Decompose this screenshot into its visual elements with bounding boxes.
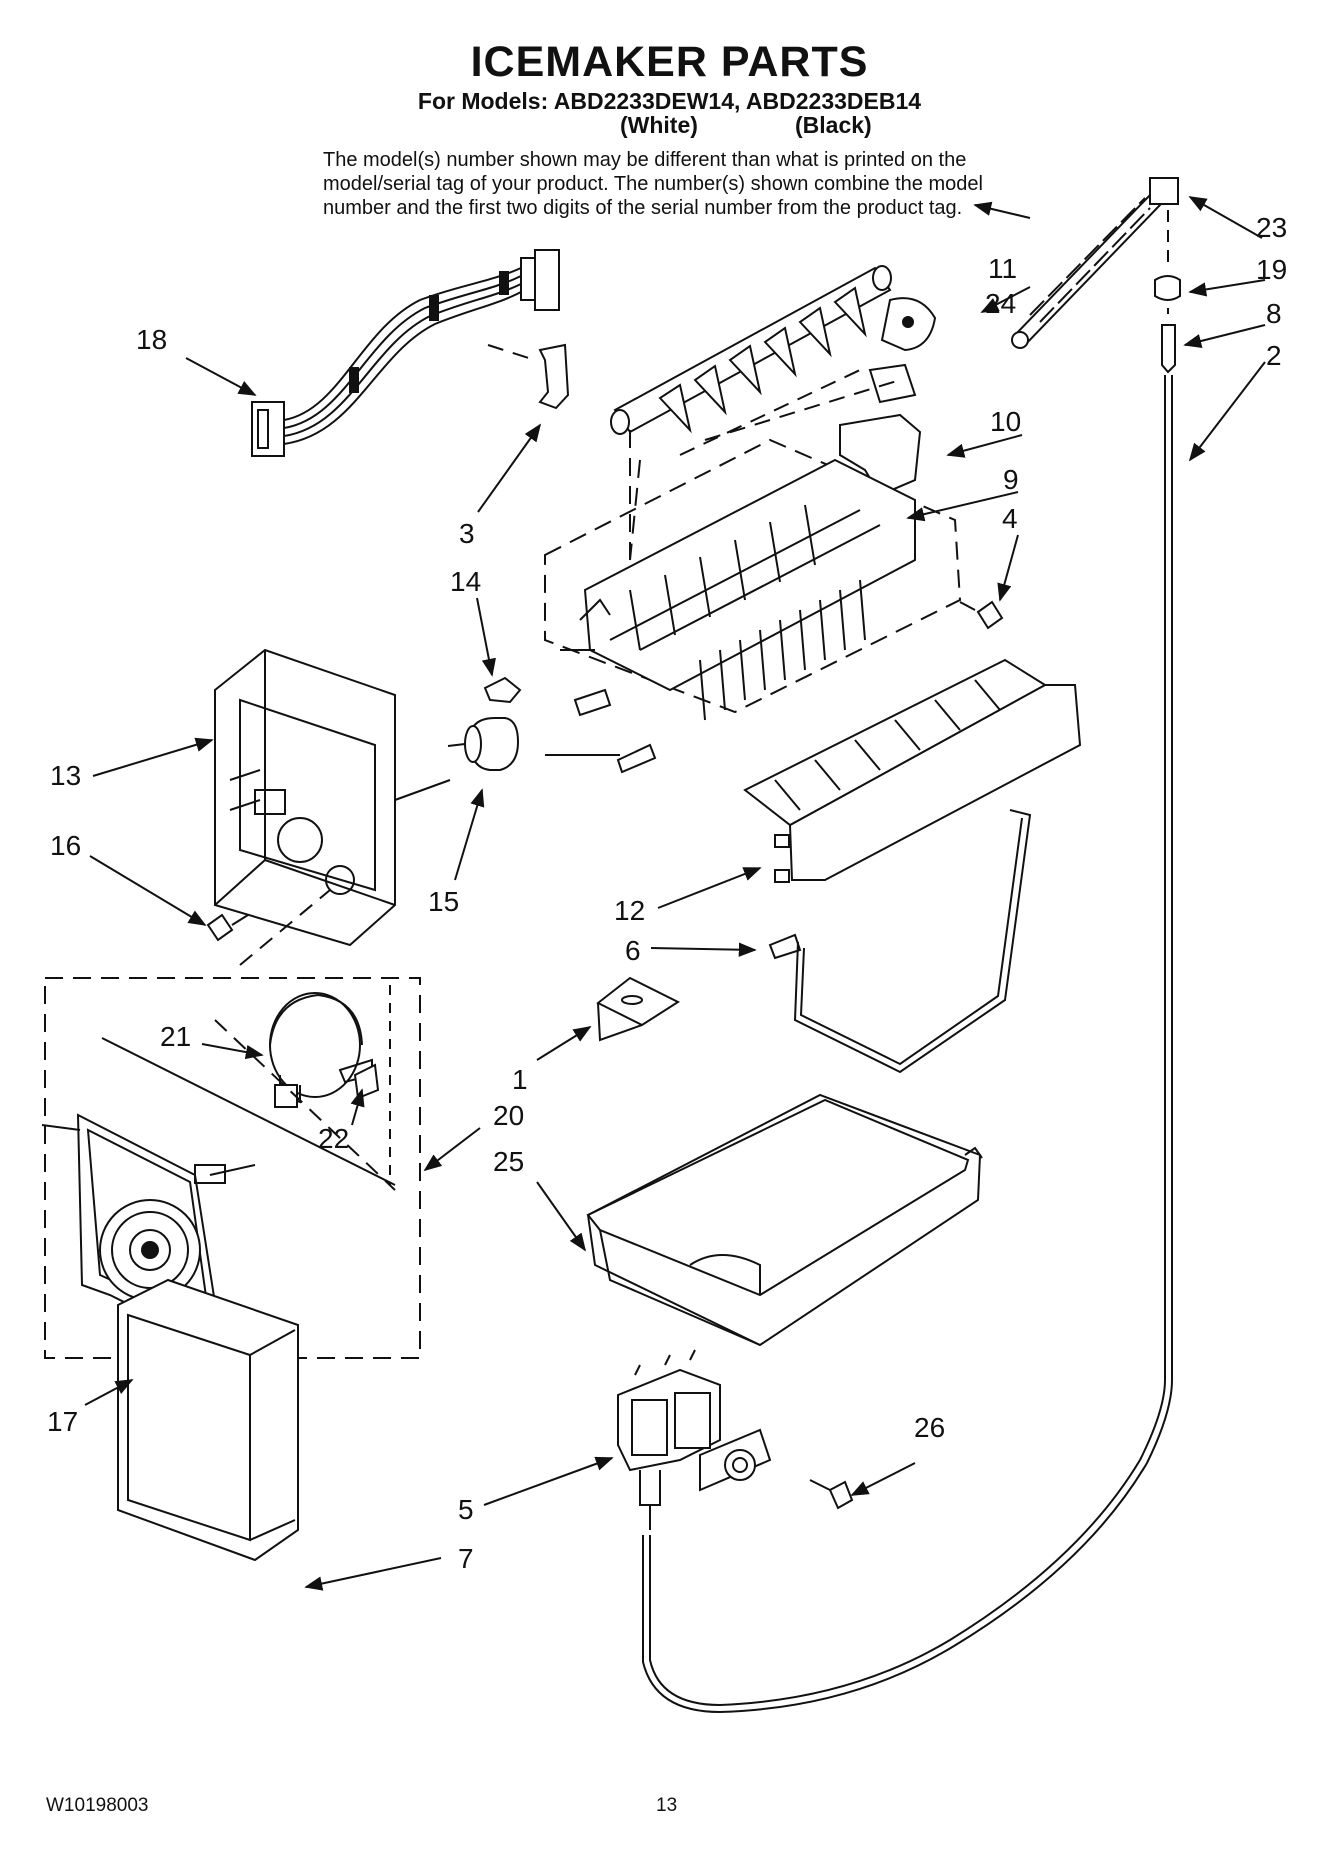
callout-6: 6 xyxy=(625,935,641,966)
callout-20: 20 xyxy=(493,1100,525,1131)
callout-7: 7 xyxy=(458,1543,474,1574)
screw-16-part xyxy=(206,913,234,942)
note-line-3: number and the first two digits of the s… xyxy=(323,197,963,219)
clip-part xyxy=(538,343,570,410)
ice-stripper-part xyxy=(743,658,1082,883)
tube-insert-part xyxy=(1161,324,1176,374)
leader-arrows xyxy=(84,196,1266,1591)
callout-18: 18 xyxy=(136,324,168,355)
callout-14: 14 xyxy=(450,566,482,597)
thermostat-clip-part xyxy=(483,676,522,704)
callout-2: 2 xyxy=(1266,340,1282,371)
callout-26: 26 xyxy=(914,1412,946,1443)
page-title: ICEMAKER PARTS xyxy=(470,38,869,86)
callout-24: 24 xyxy=(985,288,1017,319)
plate-part xyxy=(596,976,681,1027)
motor-part xyxy=(269,992,373,1108)
ice-bin-part xyxy=(586,1093,983,1347)
callout-25: 25 xyxy=(493,1146,525,1177)
thermostat-part xyxy=(447,717,520,771)
models-line: For Models: ABD2233DEW14, ABD2233DEB14 xyxy=(417,88,922,114)
callout-11: 11 xyxy=(988,253,1018,284)
water-valve-part xyxy=(617,1349,772,1530)
module-housing-part xyxy=(214,648,451,947)
screw-22-part xyxy=(353,1063,380,1100)
ice-mold-part xyxy=(544,438,962,774)
callout-13: 13 xyxy=(50,760,82,791)
bracket-part xyxy=(839,413,922,497)
callout-5: 5 xyxy=(458,1494,474,1525)
ejector-shaft-part xyxy=(610,265,892,435)
fill-tube-part xyxy=(1011,177,1179,349)
grommet-part xyxy=(1154,275,1181,301)
callout-22: 22 xyxy=(318,1123,350,1154)
note-line-2: model/serial tag of your product. The nu… xyxy=(323,173,983,195)
callout-8: 8 xyxy=(1266,298,1282,329)
model-note: The model(s) number shown may be differe… xyxy=(323,148,1123,220)
note-line-1: The model(s) number shown may be differe… xyxy=(323,149,967,171)
callout-16: 16 xyxy=(50,830,82,861)
callout-23: 23 xyxy=(1256,212,1288,243)
callout-12: 12 xyxy=(614,895,646,926)
callout-10: 10 xyxy=(990,406,1022,437)
callout-15: 15 xyxy=(428,886,460,917)
callout-3: 3 xyxy=(459,518,475,549)
insulation-pad-part xyxy=(117,1278,299,1562)
water-tube-part xyxy=(642,375,1173,1714)
screw-4-part xyxy=(976,600,1004,630)
color-white-label: (White) xyxy=(620,112,698,138)
screw-26-part xyxy=(828,1480,854,1510)
wire-harness-part xyxy=(251,249,560,457)
shutoff-arm-part xyxy=(768,809,1032,1074)
callout-19: 19 xyxy=(1256,254,1288,285)
document-number: W10198003 xyxy=(46,1795,149,1816)
callout-21: 21 xyxy=(160,1021,192,1052)
callout-4: 4 xyxy=(1002,503,1018,534)
callout-1: 1 xyxy=(512,1064,528,1095)
page-number: 13 xyxy=(656,1795,678,1816)
color-black-label: (Black) xyxy=(795,112,872,138)
callout-17: 17 xyxy=(47,1406,79,1437)
callout-9: 9 xyxy=(1003,464,1019,495)
